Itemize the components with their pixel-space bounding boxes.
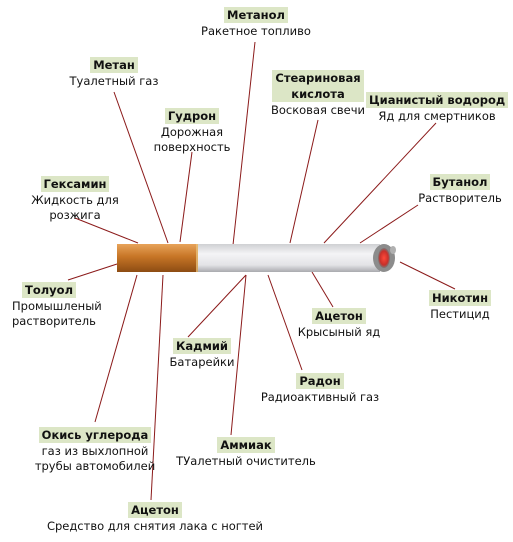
label-desc: Яд для смертников	[378, 109, 496, 123]
label-name: Гексамин	[40, 176, 110, 192]
label-radon: Радон Радиоактивный газ	[250, 372, 390, 405]
label-name: Толуол	[22, 282, 76, 298]
line-radon	[267, 274, 303, 371]
label-name: Гудрон	[164, 108, 220, 124]
label-desc: Крысыный яд	[297, 325, 381, 339]
label-nicotine: Никотин Пестицид	[410, 289, 510, 322]
label-acetone-rat: Ацетон Крысыный яд	[290, 307, 388, 340]
ember	[378, 248, 390, 268]
label-desc: Радиоактивный газ	[260, 390, 380, 404]
label-name: Ацетон	[312, 308, 366, 324]
line-methanol	[232, 41, 256, 246]
line-ammonia	[230, 274, 247, 436]
label-desc: Ракетное топливо	[201, 24, 311, 38]
label-name: Окись углерода	[38, 427, 152, 443]
line-carbon-monoxide	[94, 274, 138, 423]
label-desc: ТУалетный очиститель	[176, 454, 316, 468]
label-desc: Восковая свечи	[270, 103, 366, 117]
label-butanol: Бутанол Растворитель	[410, 173, 510, 206]
label-methane: Метан Туалетный газ	[50, 56, 178, 89]
label-desc: Жидкость для	[31, 193, 119, 207]
label-desc: газ из выхлопной	[41, 444, 149, 458]
cigarette-paper	[196, 244, 380, 272]
line-toluene	[67, 263, 118, 281]
cigarette-filter	[117, 244, 198, 272]
line-cadmium	[187, 274, 247, 338]
label-desc: Растворитель	[418, 191, 502, 205]
smoke-ash	[390, 246, 396, 254]
label-desc: Батарейки	[169, 355, 235, 369]
label-tar: Гудрон Дорожная поверхность	[146, 107, 238, 155]
label-desc: растворитель	[12, 314, 96, 328]
label-acetone-nails: Ацетон Средство для снятия лака с ногтей	[30, 501, 280, 534]
label-name: Никотин	[428, 290, 492, 306]
line-acetone-rat	[311, 271, 334, 308]
label-desc: трубы автомобилей	[34, 459, 156, 473]
label-name: Стеариновая кислота	[272, 70, 364, 102]
line-tar	[179, 151, 193, 243]
label-desc: Средство для снятия лака с ногтей	[46, 519, 264, 533]
line-nicotine	[399, 261, 456, 290]
label-name: Радон	[296, 373, 344, 389]
pointer-lines	[67, 41, 456, 501]
cigarette	[117, 244, 396, 272]
label-hydrogen-cyanide: Цианистый водород Яд для смертников	[366, 91, 509, 124]
label-desc: Туалетный газ	[69, 74, 159, 88]
label-desc: поверхность	[153, 140, 231, 154]
label-toluene: Толуол Промышленый растворитель	[12, 281, 122, 329]
label-name: Ацетон	[128, 502, 182, 518]
label-cadmium: Кадмий Батарейки	[152, 337, 252, 370]
label-carbon-monoxide: Окись углерода газ из выхлопной трубы ав…	[20, 426, 170, 474]
line-hexamine	[74, 217, 139, 244]
line-stearic-acid	[289, 119, 319, 244]
label-name: Бутанол	[429, 174, 491, 190]
label-desc: Пестицид	[430, 307, 490, 321]
label-desc: розжига	[49, 208, 101, 222]
label-desc: Промышленый	[12, 299, 102, 313]
label-name: Метанол	[224, 7, 288, 23]
label-ammonia: Аммиак ТУалетный очиститель	[166, 436, 326, 469]
line-hydrogen-cyanide	[323, 122, 437, 244]
line-butanol	[359, 204, 419, 244]
label-name: Цианистый водород	[366, 92, 509, 108]
label-name: Аммиак	[217, 437, 275, 453]
line-acetone-nails	[150, 274, 164, 501]
label-desc: Дорожная	[160, 125, 224, 139]
label-hexamine: Гексамин Жидкость для розжига	[20, 175, 130, 223]
line-methane	[113, 91, 169, 244]
label-name: Метан	[90, 57, 138, 73]
label-stearic-acid: Стеариновая кислота Восковая свечи	[258, 70, 378, 118]
label-methanol: Метанол Ракетное топливо	[195, 6, 317, 39]
label-name: Кадмий	[173, 338, 231, 354]
